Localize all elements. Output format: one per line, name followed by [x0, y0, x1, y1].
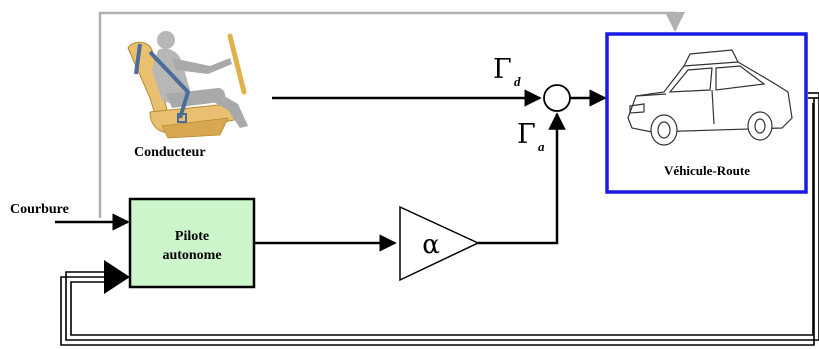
gain-to-junction-line — [478, 112, 566, 245]
pilote-label-line1: Pilote — [175, 229, 209, 244]
courbure-label: Courbure — [10, 202, 69, 217]
car-sketch-icon — [627, 49, 793, 146]
conducteur-label: Conducteur — [134, 145, 206, 160]
gain-symbol: α — [422, 230, 440, 260]
gray-feedback-line — [98, 11, 685, 218]
summing-junction — [543, 84, 571, 112]
vehicle-output-double-line — [808, 92, 819, 99]
gamma-d-symbol: Γ — [493, 54, 512, 85]
seated-driver-icon — [127, 31, 248, 139]
feedback-arrowhead — [104, 260, 130, 294]
pilote-block — [128, 197, 256, 289]
feedback-double-line — [60, 93, 819, 346]
gamma-a-symbol: Γ — [517, 119, 536, 150]
pilote-label-line2: autonome — [162, 248, 221, 263]
gain-block — [399, 205, 480, 282]
gamma-d-subscript: d — [514, 74, 521, 89]
vehicle-route-label: Véhicule-Route — [664, 163, 750, 178]
vehicle-block — [605, 32, 808, 194]
gamma-a-subscript: a — [538, 139, 545, 154]
